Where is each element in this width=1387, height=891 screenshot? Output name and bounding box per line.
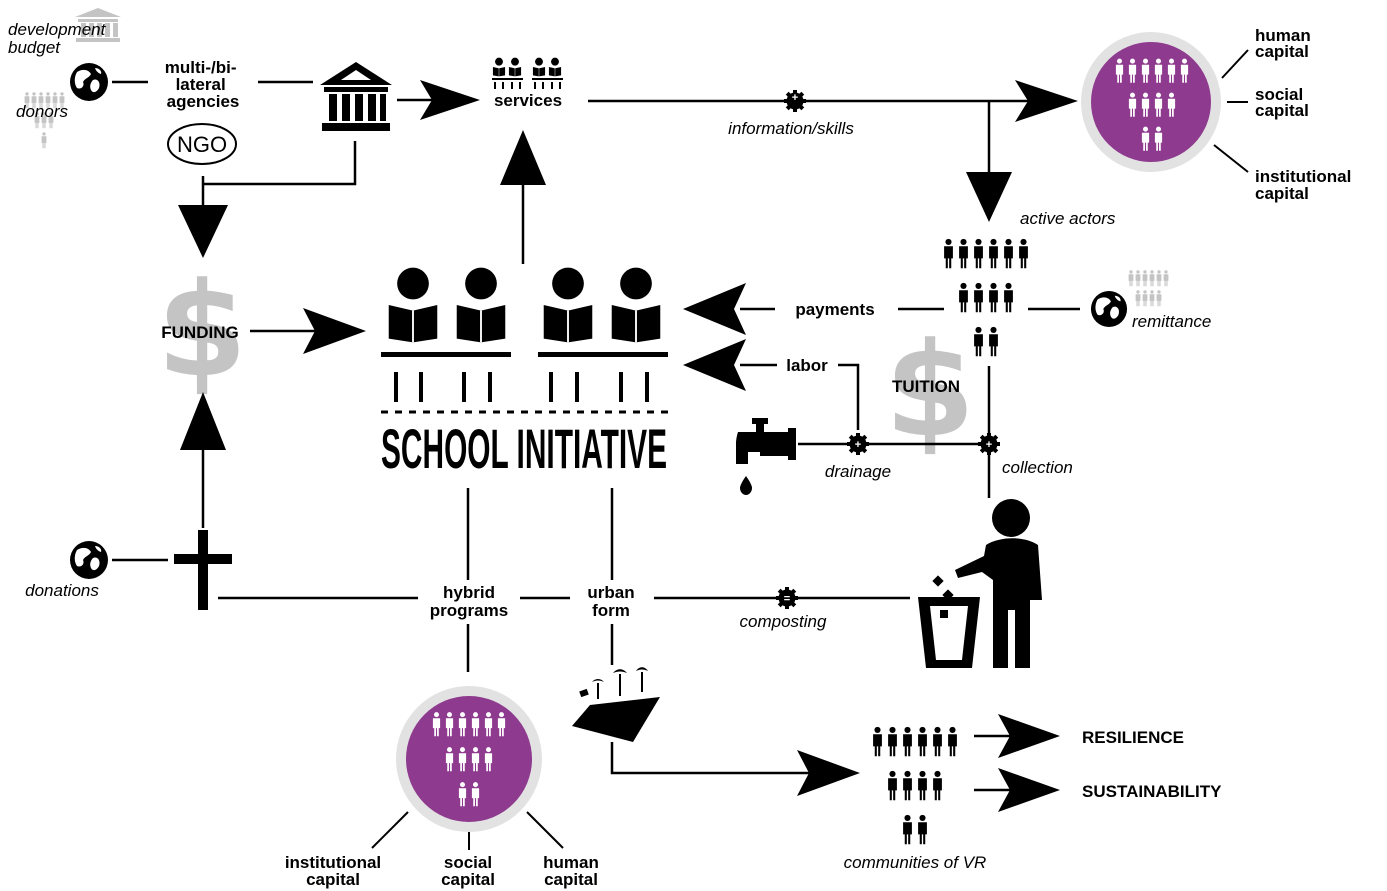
- remittance-label: remittance: [1132, 312, 1211, 331]
- funding-label: FUNDING: [161, 323, 238, 342]
- communities-label: communities of VR: [844, 853, 987, 872]
- arrow-to-communities: [797, 750, 860, 796]
- capital-circle-bottom: [396, 686, 542, 832]
- arrow-payments: [683, 283, 746, 335]
- information-skills-label: information/skills: [728, 119, 854, 138]
- composting-label: composting: [740, 612, 827, 631]
- labor-label: labor: [786, 356, 828, 375]
- dollar-icon-funding: $: [157, 254, 247, 406]
- arrow-to-funding: [178, 205, 228, 258]
- ngo-badge: NGO: [167, 123, 237, 165]
- faucet-icon: [736, 418, 796, 495]
- resilience-label: RESILIENCE: [1082, 728, 1184, 747]
- svg-text:+: +: [855, 439, 861, 451]
- bank-icon: [320, 62, 392, 131]
- collection-label: collection: [1002, 458, 1073, 477]
- park-icon: [572, 667, 660, 742]
- sustainability-label: SUSTAINABILITY: [1082, 782, 1222, 801]
- agencies-label: multi-/bi- lateral agencies: [165, 58, 242, 111]
- arrow-to-services: [420, 80, 480, 120]
- arrow-to-active-actors: [966, 172, 1012, 222]
- tuition-label: TUITION: [892, 377, 960, 396]
- school-initiative-title: SCHOOL INITIATIVE: [381, 417, 667, 480]
- arrow-to-capital-top: [1015, 80, 1078, 122]
- donations-label: donations: [25, 581, 99, 600]
- arrow-funding-to-school: [303, 308, 366, 354]
- globe-icon-donations: [70, 541, 108, 579]
- svg-text:+: +: [986, 439, 992, 451]
- trash-icon: [918, 499, 1042, 668]
- arrow-up-to-services: [500, 130, 546, 185]
- donors-label: donors: [16, 102, 68, 121]
- services-label: services: [494, 91, 562, 110]
- arrow-to-sustainability: [998, 768, 1060, 812]
- arrow-up-to-funding: [180, 392, 226, 450]
- communities-icon: [873, 726, 957, 845]
- payments-label: payments: [795, 300, 874, 319]
- remittance-people-icon: [1128, 270, 1169, 307]
- dollar-icon-tuition: $: [885, 314, 975, 466]
- development-budget-label: development budget: [8, 20, 110, 57]
- active-actors-label: active actors: [1020, 209, 1116, 228]
- arrow-to-resilience: [998, 714, 1060, 758]
- globe-icon-remittance: [1090, 290, 1128, 328]
- cross-icon: [174, 530, 232, 610]
- arrow-labor: [683, 339, 746, 391]
- drainage-label: drainage: [825, 462, 891, 481]
- svg-text:+: +: [792, 92, 798, 104]
- bank-icon-grey: [75, 8, 121, 42]
- svg-text:=: =: [784, 593, 790, 605]
- svg-text:NGO: NGO: [177, 132, 227, 157]
- capital-circle-top: [1081, 32, 1221, 172]
- globe-icon-donors: [70, 63, 108, 101]
- reader-icons: [381, 266, 668, 402]
- services-icon: [492, 57, 563, 89]
